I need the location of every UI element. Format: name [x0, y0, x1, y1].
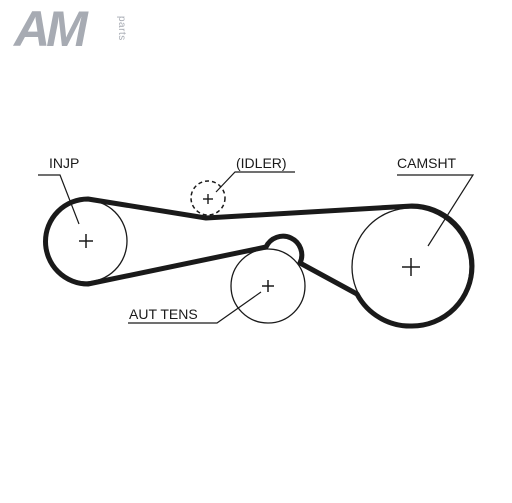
auto-tensioner-pulley	[230, 248, 306, 324]
am-parts-logo: AM parts	[14, 4, 144, 56]
injp-label: INJP	[49, 155, 79, 171]
camsht-leader-line	[397, 174, 475, 247]
idler-label: (IDLER)	[236, 155, 287, 171]
idler-pulley	[190, 180, 226, 216]
logo-am-text: AM	[14, 1, 88, 57]
injp-pulley	[44, 199, 128, 283]
camshaft-pulley	[351, 207, 471, 327]
camsht-label: CAMSHT	[397, 155, 457, 171]
aut-tens-label: AUT TENS	[129, 306, 198, 322]
aut-tens-leader-line	[128, 291, 262, 324]
injp-leader-line	[38, 174, 80, 225]
idler-leader-line	[215, 171, 295, 193]
timing-belt	[43, 196, 475, 329]
